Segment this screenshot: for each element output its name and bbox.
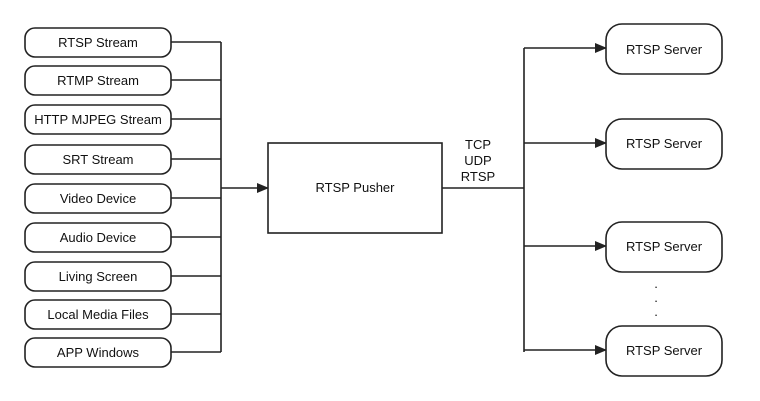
server-label: RTSP Server: [626, 136, 703, 151]
input-label: APP Windows: [57, 345, 140, 360]
rtsp-servers: RTSP Server RTSP Server RTSP Server RTSP…: [605, 23, 723, 377]
ellipsis-dot: .: [654, 276, 658, 291]
protocol-label-udp: UDP: [464, 153, 491, 168]
input-source-local-media-files: Local Media Files: [24, 299, 172, 330]
output-connectors: [442, 43, 607, 355]
protocol-labels: TCP UDP RTSP: [461, 137, 495, 184]
input-source-video-device: Video Device: [24, 183, 172, 214]
input-source-living-screen: Living Screen: [24, 261, 172, 292]
rtsp-pusher-node: RTSP Pusher: [267, 142, 443, 234]
input-label: SRT Stream: [62, 152, 133, 167]
ellipsis-dot: .: [654, 304, 658, 319]
input-label: Local Media Files: [47, 307, 149, 322]
input-label: RTSP Stream: [58, 35, 138, 50]
input-source-http-mjpeg-stream: HTTP MJPEG Stream: [24, 104, 172, 135]
rtsp-server-node-1: RTSP Server: [605, 23, 723, 75]
input-source-rtsp-stream: RTSP Stream: [24, 27, 172, 58]
pusher-label: RTSP Pusher: [315, 180, 395, 195]
input-source-srt-stream: SRT Stream: [24, 144, 172, 175]
input-sources: RTSP Stream RTMP Stream HTTP MJPEG Strea…: [24, 27, 172, 368]
input-label: Video Device: [60, 191, 136, 206]
input-source-audio-device: Audio Device: [24, 222, 172, 253]
input-label: Audio Device: [60, 230, 137, 245]
protocol-label-tcp: TCP: [465, 137, 491, 152]
server-label: RTSP Server: [626, 239, 703, 254]
protocol-label-rtsp: RTSP: [461, 169, 495, 184]
input-connectors: [171, 41, 269, 353]
server-label: RTSP Server: [626, 42, 703, 57]
server-label: RTSP Server: [626, 343, 703, 358]
input-label: Living Screen: [59, 269, 138, 284]
rtsp-server-node-3: RTSP Server: [605, 221, 723, 273]
rtsp-server-node-4: RTSP Server: [605, 325, 723, 377]
input-source-rtmp-stream: RTMP Stream: [24, 65, 172, 96]
ellipsis-dot: .: [654, 290, 658, 305]
input-source-app-windows: APP Windows: [24, 337, 172, 368]
input-label: HTTP MJPEG Stream: [34, 112, 162, 127]
input-label: RTMP Stream: [57, 73, 139, 88]
rtsp-server-node-2: RTSP Server: [605, 118, 723, 170]
ellipsis-dots: . . .: [654, 276, 658, 319]
